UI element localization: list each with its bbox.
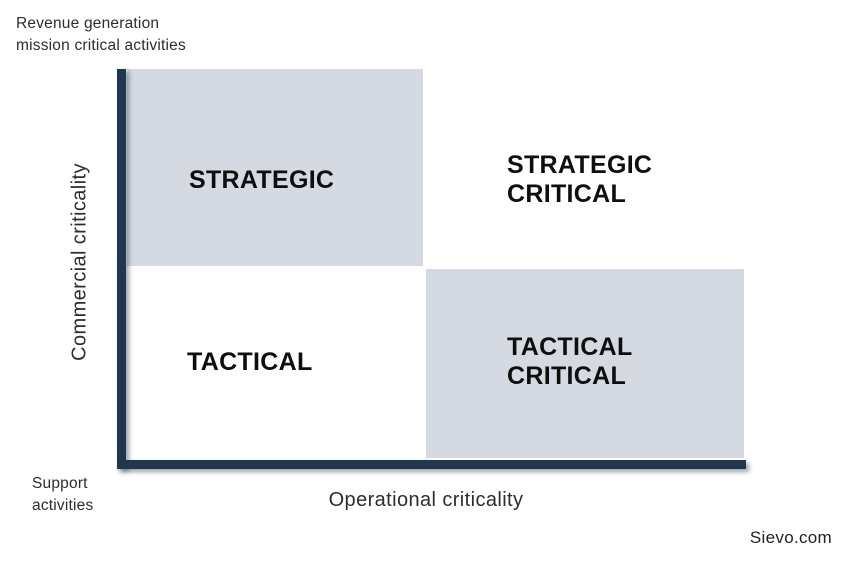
quadrant-strategic-label: STRATEGIC: [189, 166, 335, 194]
x-axis-title: Operational criticality: [328, 489, 524, 511]
origin-annotation: Support activities: [32, 473, 93, 517]
quadrant-tactical: TACTICAL: [127, 269, 423, 459]
quadrant-tactical-label: TACTICAL: [187, 348, 313, 376]
quadrant-strategic-critical-label: STRATEGIC CRITICAL: [507, 151, 653, 208]
quadrant-tactical-critical-label: TACTICAL CRITICAL: [507, 333, 633, 390]
annotation-line: mission critical activities: [16, 37, 186, 54]
quadrant-tactical-critical: TACTICAL CRITICAL: [426, 269, 744, 458]
y-axis-high-annotation: Revenue generation mission critical acti…: [16, 13, 186, 57]
y-axis-title: Commercial criticality: [68, 163, 91, 361]
y-axis-bar: [117, 69, 126, 469]
brand-text: Sievo.com: [749, 528, 832, 547]
quadrant-strategic: STRATEGIC: [127, 69, 423, 266]
annotation-line: Revenue generation: [16, 15, 160, 32]
quadrant-strategic-critical: STRATEGIC CRITICAL: [426, 69, 744, 266]
annotation-line: Support: [32, 475, 88, 492]
x-axis-bar: [117, 460, 746, 469]
annotation-line: activities: [32, 497, 94, 514]
